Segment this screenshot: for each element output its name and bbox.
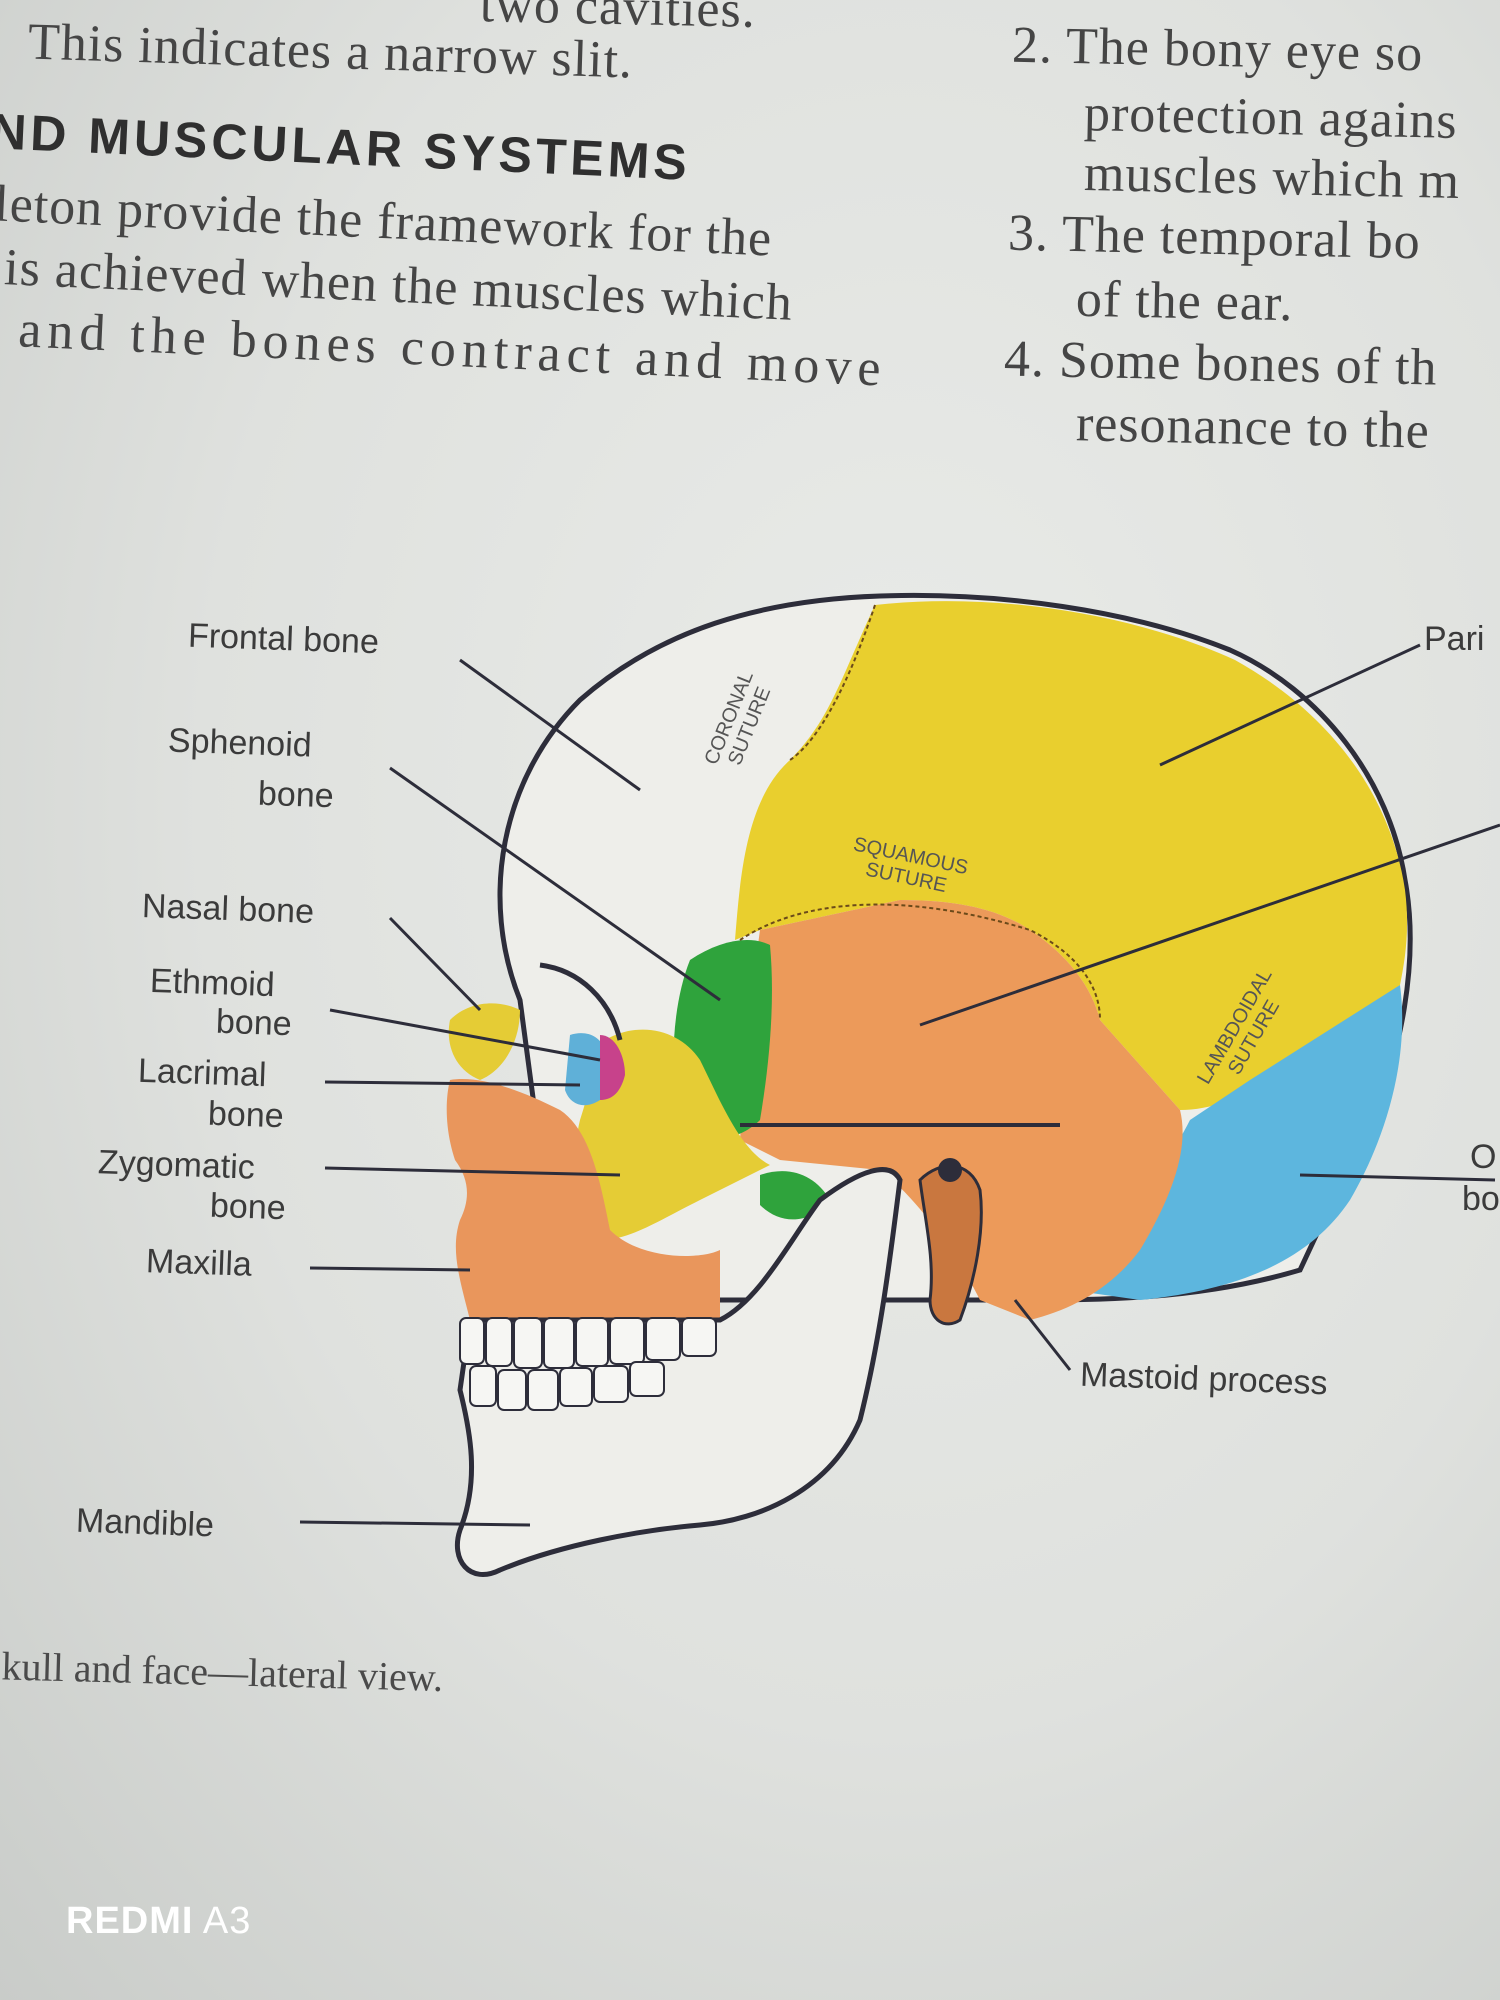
leader-lines xyxy=(299,643,1500,1527)
label-sphenoid-bone-1: Sphenoid xyxy=(167,721,313,765)
orbit-outline xyxy=(539,962,623,1041)
maxilla-bone xyxy=(446,1079,720,1320)
temporal-bone xyxy=(740,900,1183,1320)
label-zygomatic-bone-2: bone xyxy=(209,1186,287,1228)
label-frontal-bone: Frontal bone xyxy=(187,616,380,662)
label-ethmoid-bone-2: bone xyxy=(215,1002,293,1044)
label-parietal-bone: Pari xyxy=(1424,620,1485,658)
label-ethmoid-bone-1: Ethmoid xyxy=(149,961,276,1005)
coronal-suture-line xyxy=(789,604,876,761)
teeth xyxy=(459,1317,717,1411)
ear-canal xyxy=(918,1164,983,1326)
label-nasal-bone: Nasal bone xyxy=(141,887,315,931)
watermark-model: A3 xyxy=(202,1900,252,1942)
label-maxilla: Maxilla xyxy=(145,1242,253,1284)
mandible-bone xyxy=(454,1167,903,1577)
lacrimal-bone xyxy=(565,1033,605,1106)
squamous-suture-line xyxy=(739,903,1101,1021)
zygomatic-bone xyxy=(576,1029,770,1240)
ethmoid-bone xyxy=(600,1035,625,1100)
label-lacrimal-bone-2: bone xyxy=(207,1094,285,1136)
label-occipital-bone-1: O xyxy=(1470,1138,1497,1176)
camera-watermark: REDMI A3 xyxy=(66,1900,251,1943)
label-zygomatic-bone-1: Zygomatic xyxy=(97,1143,256,1187)
watermark-brand: REDMI xyxy=(66,1900,194,1942)
label-mandible: Mandible xyxy=(75,1501,215,1545)
label-occipital-bone-2: bo xyxy=(1462,1180,1500,1218)
label-lacrimal-bone-1: Lacrimal xyxy=(137,1051,268,1095)
ear-hole xyxy=(938,1158,962,1182)
nasal-bone xyxy=(448,1003,520,1080)
label-sphenoid-bone-2: bone xyxy=(257,774,335,816)
